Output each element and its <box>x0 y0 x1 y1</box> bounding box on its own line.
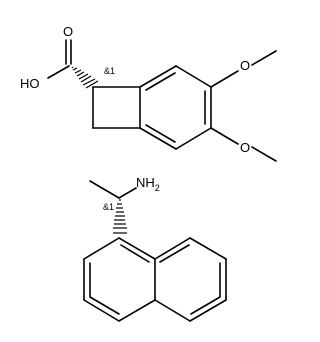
hashed-wedge-bond-amine <box>113 199 127 234</box>
chemical-structure-canvas: O HO &1 O O <box>20 24 277 322</box>
bond-ar-2b <box>145 72 176 91</box>
bond-nap-a1 <box>118 237 156 260</box>
bond-c-n <box>118 187 137 199</box>
molecule-acid: O HO &1 O O <box>20 24 277 162</box>
bond-nap-a3 <box>118 299 156 322</box>
bond-nap-a1b <box>120 244 150 263</box>
bond-nap-b4 <box>189 299 227 322</box>
bond-nap-b1b <box>159 244 190 263</box>
methoxy-lower-oxygen-label: O <box>240 140 250 155</box>
bond-methyl <box>89 180 120 199</box>
bond-ome-upper-b <box>251 50 277 66</box>
bond-ome-lower-b <box>251 146 277 162</box>
bond-nap-b1 <box>154 237 191 260</box>
bond-nap-a4 <box>83 299 120 322</box>
bond-ar-2 <box>139 65 177 88</box>
bond-ar-6 <box>139 127 177 150</box>
bond-ar-3 <box>175 65 212 88</box>
bond-ome-lower-a <box>210 127 239 145</box>
bond-nap-b4b <box>190 296 221 315</box>
bond-ome-upper-a <box>210 70 239 88</box>
bond-nap-a3b <box>89 296 120 315</box>
bond-c-oh <box>47 65 70 79</box>
bond-ar-5 <box>175 127 212 150</box>
bond-nap-b2 <box>189 237 227 260</box>
amine-label: NH2 <box>136 175 160 193</box>
stereo-label-amine: &1 <box>103 202 114 212</box>
hashed-wedge-bond <box>71 66 99 89</box>
stereo-label-acid: &1 <box>104 66 115 76</box>
carbonyl-oxygen-label: O <box>63 24 73 39</box>
bond-ar-6b <box>145 124 176 143</box>
bond-nap-b5 <box>154 299 191 322</box>
molecule-amine: NH2 &1 <box>83 175 227 322</box>
hydroxyl-label: HO <box>20 76 40 91</box>
methoxy-upper-oxygen-label: O <box>240 58 250 73</box>
bond-nap-a6 <box>83 237 120 260</box>
